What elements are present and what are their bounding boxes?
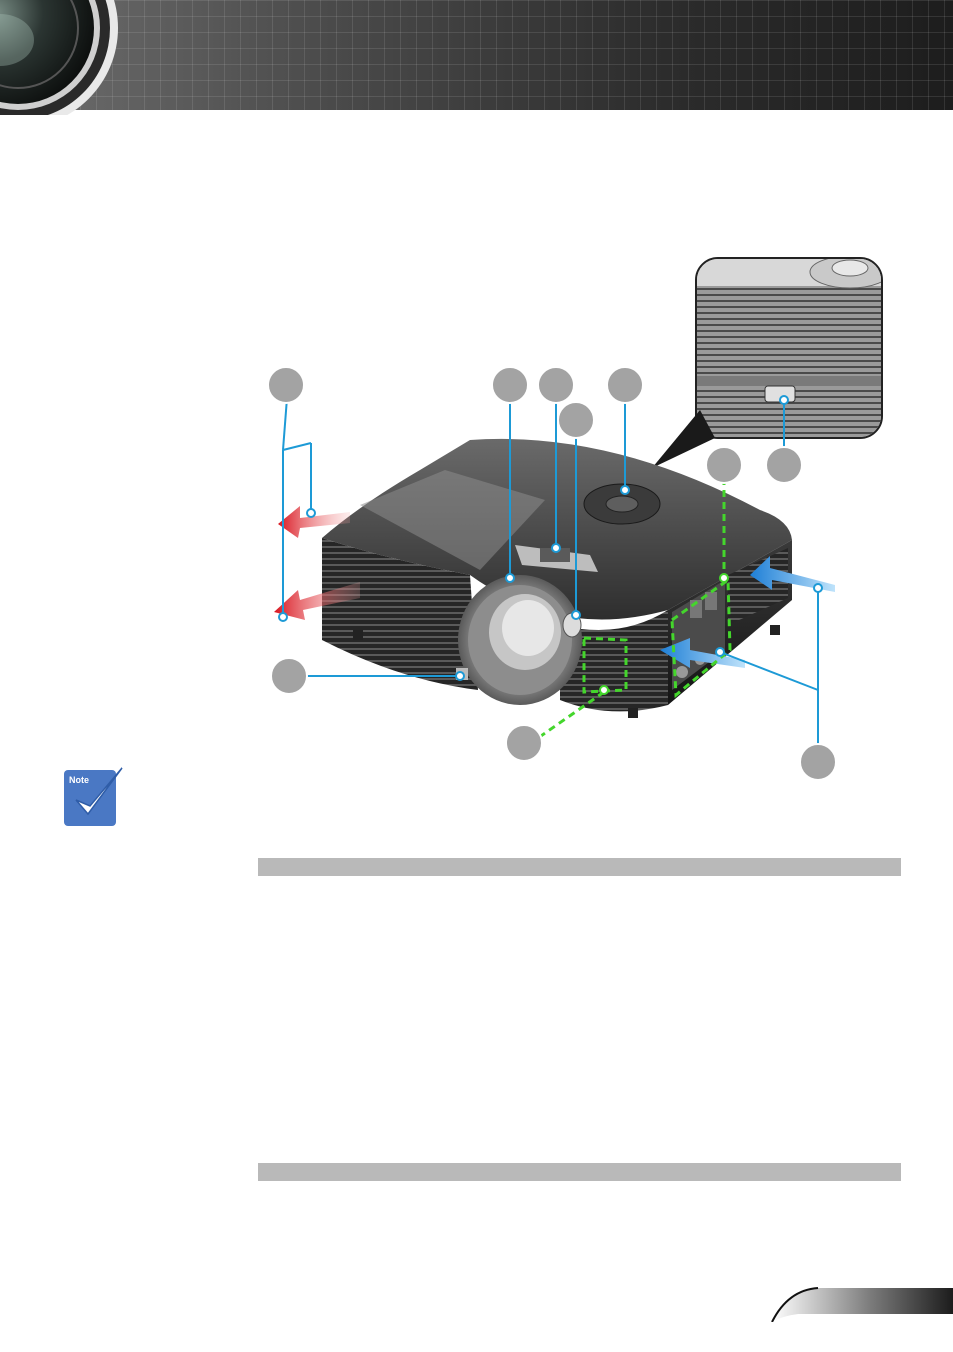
callout-markers [267, 366, 837, 781]
callout-marker [799, 743, 837, 781]
control-panel-inset [652, 257, 883, 468]
callout-marker [505, 724, 543, 762]
speaker-outline [582, 636, 628, 694]
section-header-bar [258, 858, 901, 876]
callout-marker [705, 446, 743, 484]
note-icon: Note [64, 767, 123, 826]
leader-endpoints [278, 395, 823, 681]
callout-marker [267, 366, 305, 404]
note-label: Note [69, 775, 89, 785]
callout-marker [765, 446, 803, 484]
camera-lens-graphic [0, 0, 118, 115]
dashed-endpoints [599, 573, 729, 695]
callout-marker [537, 366, 575, 404]
dashed-outlines [537, 478, 732, 740]
header-band [0, 0, 953, 110]
callout-marker [557, 401, 595, 439]
projector-figure [267, 257, 883, 781]
speaker-leader [537, 690, 605, 740]
header-grid-pattern [0, 0, 953, 110]
callout-marker [606, 366, 644, 404]
exhaust-arrows [274, 506, 360, 620]
leader-lines [282, 397, 819, 745]
section-header-bar [258, 1163, 901, 1181]
callout-marker [270, 657, 308, 695]
intake-arrows [660, 556, 835, 668]
io-outline [670, 577, 732, 699]
callout-marker [491, 366, 529, 404]
checkmark-icon [75, 767, 123, 816]
page-number-tab [771, 1287, 953, 1322]
